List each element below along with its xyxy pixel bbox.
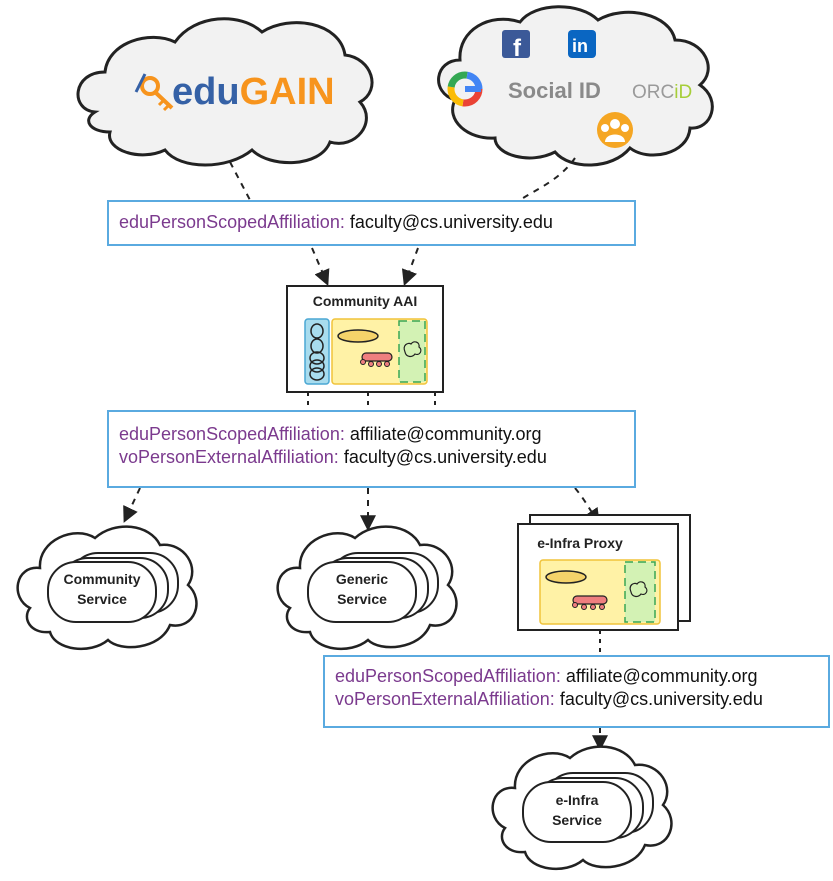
attr-value-scoped-affiliation: faculty@cs.university.edu (349, 212, 553, 232)
edugain-key-icon (134, 73, 174, 112)
svg-text:eduGAIN: eduGAIN (172, 71, 335, 113)
connector-edugain-to-assertion (229, 161, 251, 201)
svg-text:ORCiD: ORCiD (632, 82, 692, 103)
community-service-label-line2: Service (77, 591, 127, 607)
connector-social-to-assertion (519, 157, 576, 201)
edugain-edu-text: edu (172, 71, 240, 113)
group-users-icon (597, 112, 633, 148)
generic-service-cloud: Generic Service (276, 525, 458, 651)
facebook-icon: f (502, 30, 530, 62)
einfra-proxy-box: e-Infra Proxy (517, 514, 691, 631)
attr-name-scoped-affiliation: eduPersonScopedAffiliation: (119, 424, 345, 444)
attr-name-external-affiliation: voPersonExternalAffiliation: (335, 689, 555, 709)
arrow-to-community-service (123, 487, 141, 523)
attr-value-scoped-affiliation: affiliate@community.org (565, 666, 758, 686)
assertion-box-mid: eduPersonScopedAffiliation: affiliate@co… (107, 410, 636, 488)
attr-name-external-affiliation: voPersonExternalAffiliation: (119, 447, 339, 467)
einfra-service-label-line2: Service (552, 812, 602, 828)
social-id-title: Social ID (508, 78, 601, 103)
einfra-service-label-line1: e-Infra (556, 792, 599, 808)
assertion-box-top: eduPersonScopedAffiliation: faculty@cs.u… (107, 200, 636, 246)
community-aai-box: Community AAI (286, 285, 444, 393)
einfra-service-cloud: e-Infra Service (491, 745, 673, 871)
edugain-logo: eduGAIN (134, 71, 335, 113)
community-aai-title: Community AAI (313, 293, 417, 309)
svg-text:in: in (572, 36, 588, 56)
community-service-cloud: Community Service (16, 525, 198, 651)
linkedin-icon: in (568, 30, 596, 58)
edugain-gain-text: GAIN (240, 71, 335, 113)
generic-service-label-line1: Generic (336, 571, 388, 587)
arrow-assertion-to-community-aai-right (401, 247, 419, 286)
community-service-label-line1: Community (64, 571, 141, 587)
edugain-cloud (76, 17, 374, 167)
arrow-assertion-to-community-aai-left (311, 247, 330, 286)
attr-name-scoped-affiliation: eduPersonScopedAffiliation: (119, 212, 345, 232)
google-icon (447, 71, 483, 107)
attr-value-external-affiliation: faculty@cs.university.edu (343, 447, 547, 467)
attr-value-external-affiliation: faculty@cs.university.edu (559, 689, 763, 709)
attr-name-scoped-affiliation: eduPersonScopedAffiliation: (335, 666, 561, 686)
svg-text:f: f (513, 35, 522, 62)
einfra-proxy-title: e-Infra Proxy (537, 535, 623, 551)
orcid-logo: ORCiD (632, 82, 692, 103)
assertion-box-bottom: eduPersonScopedAffiliation: affiliate@co… (323, 655, 830, 728)
attr-value-scoped-affiliation: affiliate@community.org (349, 424, 542, 444)
generic-service-label-line2: Service (337, 591, 387, 607)
